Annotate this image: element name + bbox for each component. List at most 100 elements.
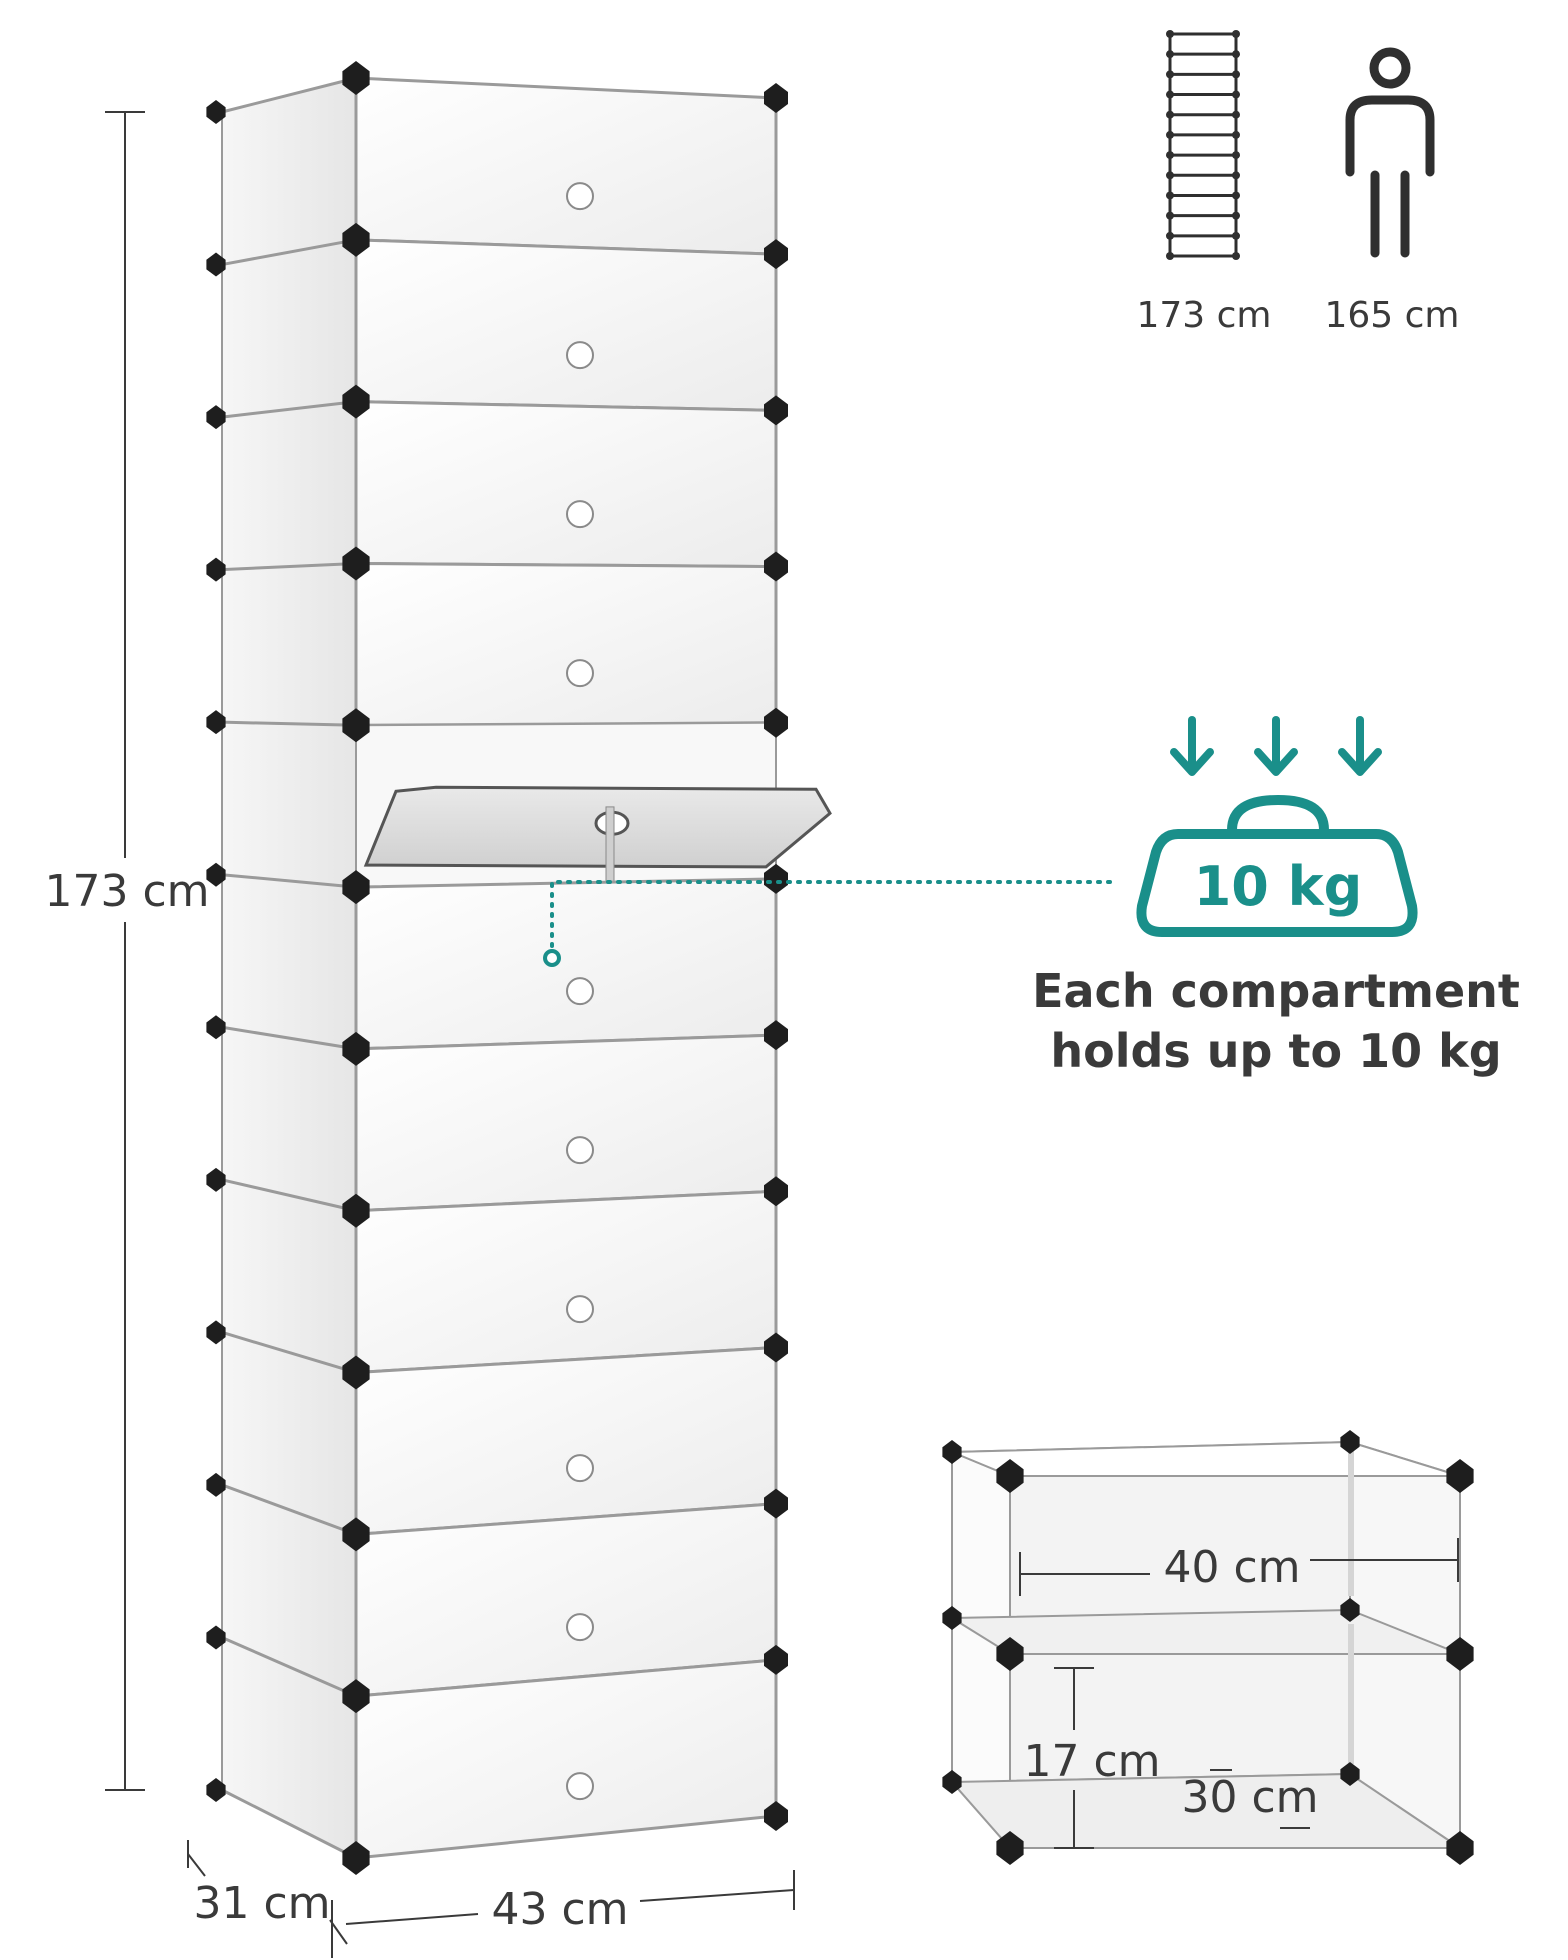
bottom-edge [221, 1788, 357, 1860]
drawer-door [354, 1033, 778, 1213]
connector [1340, 1762, 1360, 1786]
shelf-icon-node [1166, 130, 1174, 139]
shelf-height-label: 173 cm [1136, 295, 1271, 336]
connector [206, 100, 226, 124]
shelf-icon-node [1166, 252, 1174, 260]
connector [764, 551, 788, 582]
cube-depth-dimension [1210, 1769, 1310, 1829]
cube-top [951, 1440, 1461, 1477]
shelf-icon-node [1166, 191, 1174, 200]
door-handle-hole [566, 1295, 594, 1324]
side-divider [221, 1178, 357, 1213]
side-divider [221, 238, 357, 267]
connector [342, 384, 370, 419]
single-cube-illustration [942, 1430, 1474, 1865]
shelf-icon-node [1166, 171, 1174, 180]
connector [342, 1355, 370, 1390]
shelf-icon-node [1166, 231, 1174, 240]
door-handle-hole [566, 659, 594, 688]
width-dimension [345, 1870, 795, 1925]
weight-icon [1136, 795, 1418, 937]
cube-height-dimension [1054, 1667, 1094, 1849]
connector [206, 252, 226, 277]
door-handle-hole [566, 1772, 594, 1801]
shelf-icon-node [1232, 191, 1240, 200]
connector [764, 1332, 788, 1363]
connector [942, 1770, 962, 1794]
shelf-icon-node [1232, 110, 1240, 119]
connector [1446, 1637, 1474, 1671]
side-divider [221, 1483, 357, 1536]
load-caption-line2: holds up to 10 kg [1050, 1024, 1501, 1078]
cabinet-side-panel [221, 76, 357, 1860]
connector [764, 1020, 788, 1051]
door-handle-hole [566, 182, 594, 211]
side-divider [221, 1025, 357, 1051]
connector [342, 546, 370, 581]
shelf-icon-node [1232, 171, 1240, 180]
shelf-icon-rungs [1166, 30, 1240, 260]
connector [764, 239, 788, 270]
person-icon [1345, 47, 1435, 258]
load-leader-dot [543, 949, 561, 967]
connector [764, 83, 788, 113]
connector [342, 708, 370, 743]
connector [1446, 1831, 1474, 1865]
connector [764, 1644, 788, 1675]
side-divider [221, 873, 357, 889]
connector [342, 1031, 370, 1066]
drawer-door [354, 400, 778, 569]
drawer-door [354, 76, 778, 256]
connector [342, 1841, 370, 1875]
connector [942, 1606, 962, 1630]
connector [342, 61, 370, 95]
connector [206, 862, 226, 887]
person-height-label: 165 cm [1324, 295, 1459, 336]
connector [764, 1176, 788, 1207]
height-dimension [105, 111, 145, 1791]
shelf-icon-node [1232, 70, 1240, 79]
shelf-icon-node [1232, 231, 1240, 240]
cube-width-label: 40 cm [1163, 1542, 1300, 1593]
shelf-icon-node [1166, 90, 1174, 99]
shelf-icon-node [1166, 70, 1174, 79]
load-caption-line1: Each compartment [1032, 964, 1520, 1018]
cube-width-dimension [1019, 1538, 1459, 1596]
door-handle-hole [566, 341, 594, 370]
side-divider [221, 720, 357, 727]
connector [342, 1517, 370, 1552]
connector [342, 222, 370, 257]
connector [206, 1167, 226, 1192]
connector [1340, 1598, 1360, 1622]
connector [764, 395, 788, 426]
cube-depth-label: 30 cm [1181, 1772, 1318, 1823]
connector [942, 1440, 962, 1464]
depth-label: 31 cm [193, 1878, 330, 1929]
cube-height-label: 17 cm [1023, 1736, 1160, 1787]
connector [1340, 1430, 1360, 1454]
shelf-icon-node [1166, 151, 1174, 160]
shelf-icon-node [1232, 30, 1240, 38]
connector [342, 870, 370, 905]
height-label: 173 cm [44, 866, 209, 917]
connector [996, 1831, 1024, 1865]
connector [342, 1679, 370, 1714]
shelf-icon [1168, 34, 1238, 256]
side-divider [221, 1330, 357, 1374]
shelf-icon-node [1232, 211, 1240, 220]
down-arrow-icon [1170, 716, 1382, 776]
connector [996, 1459, 1024, 1493]
width-label: 43 cm [491, 1884, 628, 1935]
shoe-cabinet-illustration [206, 61, 832, 1875]
connector [206, 1625, 226, 1650]
connector [764, 707, 788, 738]
connector [206, 1015, 226, 1040]
drawer-door [354, 1189, 778, 1375]
shelf-icon-node [1232, 252, 1240, 260]
drawer-door [354, 877, 778, 1051]
cube-rod [1348, 1624, 1354, 1764]
connector [206, 405, 226, 430]
shelf-icon-node [1232, 90, 1240, 99]
door-handle-hole [566, 1454, 594, 1483]
side-divider [221, 1636, 357, 1698]
